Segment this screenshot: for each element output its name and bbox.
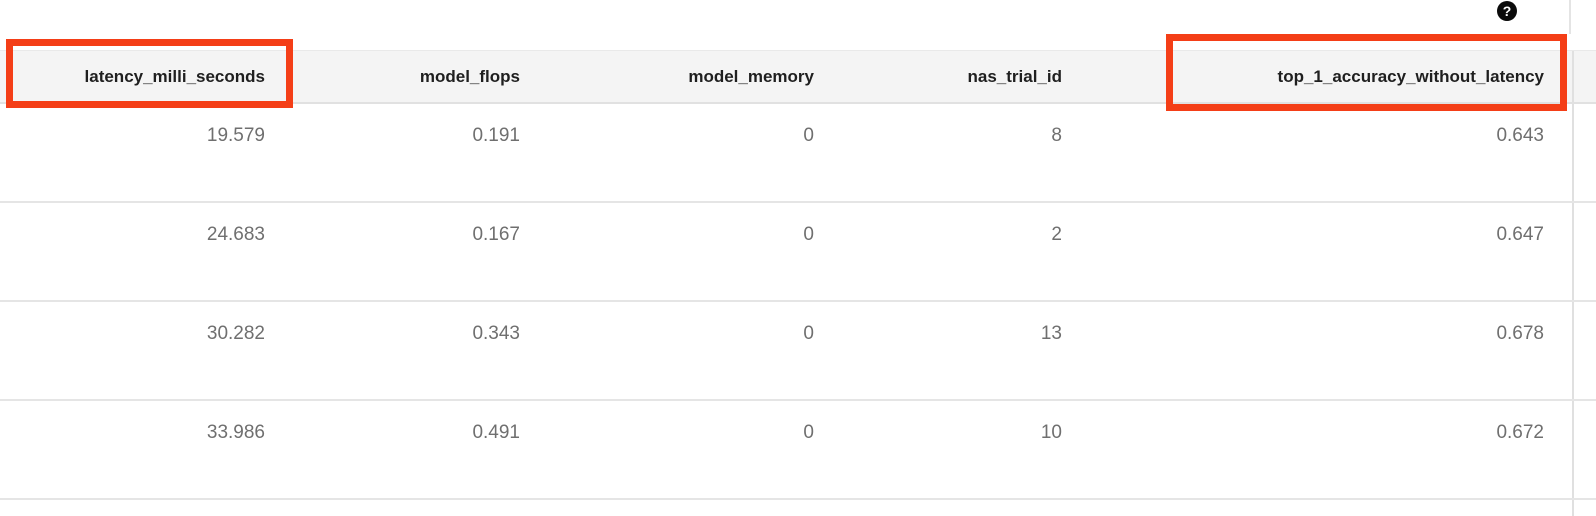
cell-model-memory: 0 [803, 125, 814, 146]
table-row[interactable]: 30.282 0.343 0 13 0.678 [0, 302, 1596, 401]
cell-overflow-stub [1572, 302, 1596, 399]
column-header-latency-milli-seconds[interactable]: latency_milli_seconds [84, 66, 265, 86]
top-right-divider [1569, 0, 1571, 34]
cell-top-1-accuracy: 0.643 [1496, 125, 1544, 146]
cell-model-flops: 0.167 [472, 224, 520, 245]
cell-nas-trial-id: 13 [1040, 323, 1062, 344]
cell-overflow-stub [1572, 203, 1596, 300]
table-row-partial [0, 500, 1596, 516]
cell-overflow-stub [1572, 104, 1596, 201]
cell-nas-trial-id: 10 [1040, 422, 1062, 443]
cell-model-flops: 0.191 [472, 125, 520, 146]
cell-model-flops: 0.491 [472, 422, 520, 443]
table-header-row: latency_milli_seconds model_flops model_… [0, 50, 1596, 104]
cell-model-flops: 0.343 [472, 323, 520, 344]
column-header-model-flops[interactable]: model_flops [419, 66, 520, 86]
cell-latency: 33.986 [206, 422, 265, 443]
cell-model-memory: 0 [803, 224, 814, 245]
cell-model-memory: 0 [803, 323, 814, 344]
cell-latency: 24.683 [206, 224, 265, 245]
cell-top-1-accuracy: 0.647 [1496, 224, 1544, 245]
column-header-model-memory[interactable]: model_memory [688, 66, 814, 86]
cell-top-1-accuracy: 0.678 [1496, 323, 1544, 344]
cell-latency: 30.282 [206, 323, 265, 344]
column-header-top-1-accuracy-without-latency[interactable]: top_1_accuracy_without_latency [1277, 66, 1544, 86]
table-row[interactable]: 24.683 0.167 0 2 0.647 [0, 203, 1596, 302]
cell-top-1-accuracy: 0.672 [1496, 422, 1544, 443]
column-header-overflow-stub [1572, 51, 1596, 102]
cell-nas-trial-id: 2 [1051, 224, 1062, 245]
column-header-nas-trial-id[interactable]: nas_trial_id [967, 66, 1063, 86]
cell-overflow-stub [1572, 401, 1596, 498]
cell-nas-trial-id: 8 [1051, 125, 1062, 146]
table-row[interactable]: 19.579 0.191 0 8 0.643 [0, 104, 1596, 203]
table-body: 19.579 0.191 0 8 0.643 24.683 0.167 0 2 … [0, 104, 1596, 516]
cell-latency: 19.579 [206, 125, 265, 146]
cell-overflow-stub [1572, 500, 1596, 516]
cell-model-memory: 0 [803, 422, 814, 443]
table-row[interactable]: 33.986 0.491 0 10 0.672 [0, 401, 1596, 500]
help-icon[interactable]: ? [1497, 1, 1517, 21]
